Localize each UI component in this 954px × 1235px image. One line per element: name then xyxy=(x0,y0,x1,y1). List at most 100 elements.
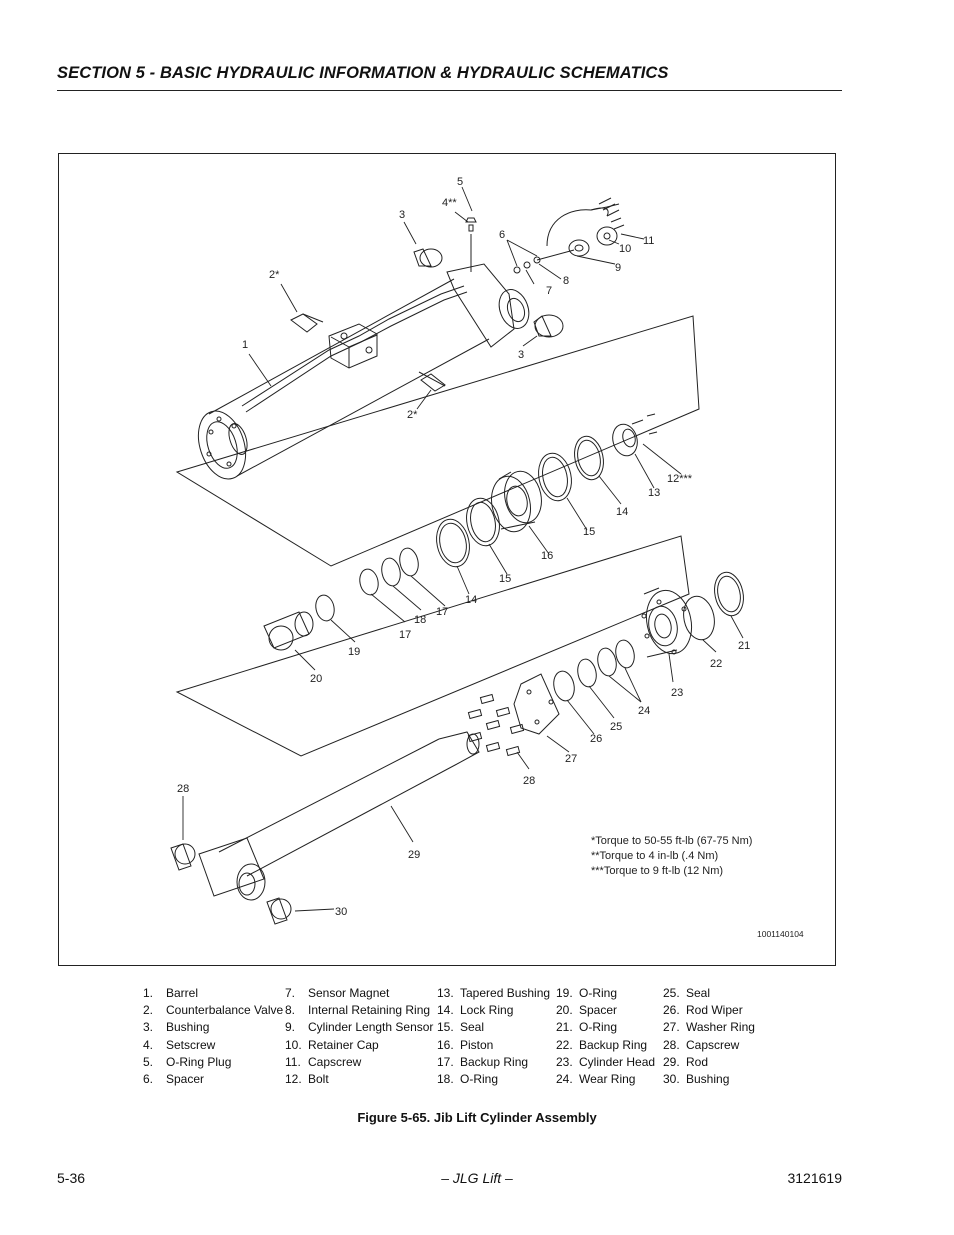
legend-item: 3.Bushing xyxy=(143,1020,210,1035)
legend-item: 5.O-Ring Plug xyxy=(143,1054,232,1069)
exploded-view-figure: 1 2* 2* 3 3 4** 5 6 7 8 9 10 11 12*** 13… xyxy=(58,153,836,966)
barrel-group-plane xyxy=(175,315,700,567)
legend-item: 18.O-Ring xyxy=(437,1071,499,1086)
legend-item: 2.Counterbalance Valve xyxy=(143,1003,284,1018)
callout-29: 29 xyxy=(408,849,420,861)
spacer-drawing xyxy=(263,611,314,651)
exploded-view-drawing: 1 2* 2* 3 3 4** 5 6 7 8 9 10 11 12*** 13… xyxy=(170,176,804,939)
callout-9: 9 xyxy=(615,262,621,274)
setscrew-plug-drawing xyxy=(465,217,477,272)
rod-bushing-drawing xyxy=(170,843,292,925)
legend-item: 21.O-Ring xyxy=(556,1020,618,1035)
doc-number: 3121619 xyxy=(787,1170,842,1186)
header-rule xyxy=(57,90,842,91)
legend-item: 20.Spacer xyxy=(556,1003,618,1018)
torque-note-1: *Torque to 50-55 ft-lb (67-75 Nm) xyxy=(591,835,752,847)
callout-19: 19 xyxy=(348,646,360,658)
legend-item: 26.Rod Wiper xyxy=(663,1003,743,1018)
legend-item: 10.Retainer Cap xyxy=(285,1037,379,1052)
legend-item: 12.Bolt xyxy=(285,1071,329,1086)
callout-6: 6 xyxy=(499,229,505,241)
legend-item: 7.Sensor Magnet xyxy=(285,986,390,1000)
callout-13: 13 xyxy=(648,487,660,499)
leader-lines xyxy=(182,186,744,912)
legend-item: 13.Tapered Bushing xyxy=(437,986,551,1000)
figure-caption: Figure 5-65. Jib Lift Cylinder Assembly xyxy=(357,1110,597,1125)
callout-23: 23 xyxy=(671,687,683,699)
callout-17b: 17 xyxy=(399,629,411,641)
drawing-id: 1001140104 xyxy=(757,929,804,939)
piston-group-plane xyxy=(175,535,690,757)
legend-item: 19.O-Ring xyxy=(556,986,618,1000)
callout-21: 21 xyxy=(738,640,750,652)
callout-17a: 17 xyxy=(436,606,448,618)
legend-item: 17.Backup Ring xyxy=(437,1054,529,1069)
page-number: 5-36 xyxy=(57,1170,86,1186)
callout-5: 5 xyxy=(457,176,463,188)
legend-item: 1.Barrel xyxy=(143,986,199,1000)
legend-item: 8.Internal Retaining Ring xyxy=(285,1003,431,1018)
callout-26: 26 xyxy=(590,733,602,745)
callout-28b: 28 xyxy=(177,783,189,795)
counterbalance-valve-drawing xyxy=(290,313,446,392)
torque-note-3: ***Torque to 9 ft-lb (12 Nm) xyxy=(591,865,723,877)
callout-10: 10 xyxy=(619,243,631,255)
legend-column-3: 13.Tapered Bushing 14.Lock Ring 15.Seal … xyxy=(437,985,550,1088)
callout-18: 18 xyxy=(414,614,426,626)
callout-22: 22 xyxy=(710,658,722,670)
legend-column-5: 25.Seal 26.Rod Wiper 27.Washer Ring 28.C… xyxy=(663,985,755,1088)
footer-center: – JLG Lift – xyxy=(441,1170,513,1186)
legend-item: 24.Wear Ring xyxy=(556,1071,636,1086)
legend-item: 16.Piston xyxy=(437,1037,494,1052)
callout-20: 20 xyxy=(310,673,322,685)
callout-27: 27 xyxy=(565,753,577,765)
legend-item: 30.Bushing xyxy=(663,1071,730,1086)
callout-14a: 14 xyxy=(616,506,628,518)
legend-item: 6.Spacer xyxy=(143,1071,205,1086)
callout-11: 11 xyxy=(643,235,654,247)
callout-25: 25 xyxy=(610,721,622,733)
tapered-bushing-drawing xyxy=(612,413,658,457)
callout-8: 8 xyxy=(563,275,569,287)
backup-o-ring-drawing xyxy=(315,547,419,622)
legend-item: 22.Backup Ring xyxy=(556,1037,648,1052)
legend-item: 9.Cylinder Length Sensor xyxy=(285,1020,434,1035)
legend-item: 25.Seal xyxy=(663,986,711,1000)
callout-3a: 3 xyxy=(399,209,405,221)
section-title: SECTION 5 - BASIC HYDRAULIC INFORMATION … xyxy=(57,64,669,82)
legend-item: 27.Washer Ring xyxy=(663,1020,755,1035)
legend-item: 14.Lock Ring xyxy=(437,1003,514,1018)
callout-12: 12*** xyxy=(667,473,693,485)
bushing-drawing xyxy=(413,248,564,338)
callout-7: 7 xyxy=(546,285,552,297)
piston-drawing xyxy=(491,470,542,533)
lock-ring-drawing xyxy=(436,435,604,568)
callout-28a: 28 xyxy=(523,775,535,787)
callout-15a: 15 xyxy=(583,526,595,538)
legend-item: 23.Cylinder Head xyxy=(556,1054,656,1069)
legend-column-2: 7.Sensor Magnet 8.Internal Retaining Rin… xyxy=(285,985,433,1088)
callout-3b: 3 xyxy=(518,349,524,361)
callout-16: 16 xyxy=(541,550,553,562)
legend-column-4: 19.O-Ring 20.Spacer 21.O-Ring 22.Backup … xyxy=(556,985,655,1088)
callout-2a: 2* xyxy=(269,269,280,281)
cylinder-head-drawing xyxy=(641,587,693,658)
callout-14b: 14 xyxy=(465,594,477,606)
sensor-drawing xyxy=(513,197,625,274)
rod-drawing xyxy=(198,731,480,901)
barrel-drawing xyxy=(197,263,530,480)
callout-4: 4** xyxy=(442,197,457,209)
callout-30: 30 xyxy=(335,906,347,918)
head-rings-drawing xyxy=(513,571,744,735)
callout-15b: 15 xyxy=(499,573,511,585)
legend-item: 29.Rod xyxy=(663,1054,709,1069)
callout-2b: 2* xyxy=(407,409,418,421)
legend-item: 28.Capscrew xyxy=(663,1037,740,1052)
legend-column-1: 1.Barrel 2.Counterbalance Valve 3.Bushin… xyxy=(143,985,283,1088)
legend-item: 11.Capscrew xyxy=(285,1054,362,1069)
callout-labels: 1 2* 2* 3 3 4** 5 6 7 8 9 10 11 12*** 13… xyxy=(177,176,804,939)
legend-item: 15.Seal xyxy=(437,1020,485,1035)
seal-drawing xyxy=(466,452,572,547)
torque-note-2: **Torque to 4 in-lb (.4 Nm) xyxy=(591,850,718,862)
callout-1: 1 xyxy=(242,339,248,351)
